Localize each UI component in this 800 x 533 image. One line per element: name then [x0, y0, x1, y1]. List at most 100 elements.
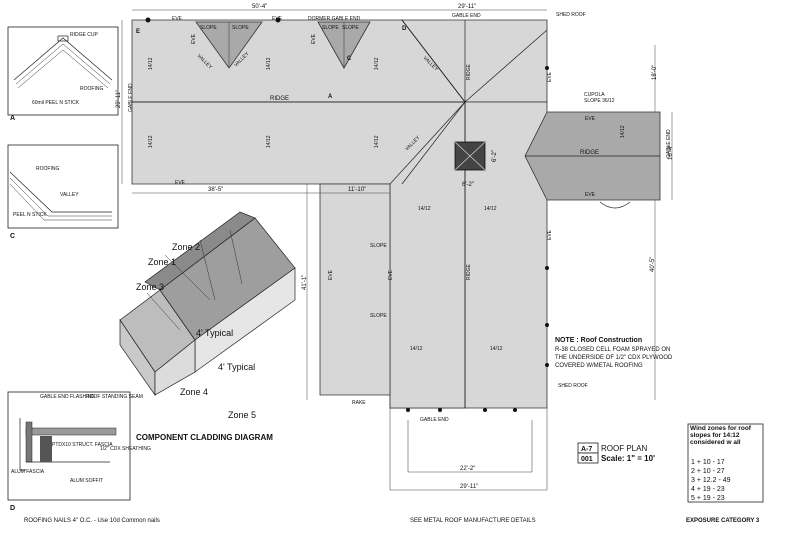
marker-d: D [402, 26, 407, 32]
label-pitch-4: 14/12 [266, 135, 272, 148]
zone-3-label: Zone 3 [136, 282, 164, 292]
label-eve-wing-top: EVE [585, 116, 596, 122]
dim-right-top: 18'-0" [652, 65, 658, 80]
typical-label-2: 4' Typical [218, 362, 255, 372]
wind-row-5: 5 + 19 - 23 [691, 495, 725, 502]
sheet-number: 001 [581, 456, 593, 463]
label-eve-wing: EVE [388, 269, 394, 280]
typical-label-1: 4' Typical [196, 328, 233, 338]
label-shed-top: SHED ROOF [556, 12, 586, 18]
label-pitch-11: 14/12 [620, 125, 626, 138]
wind-row-1: 1 + 10 - 17 [691, 459, 725, 466]
dim-bottom2: 29'-11" [460, 484, 478, 490]
detail-d-letter: D [10, 505, 15, 512]
label-eve-dormer: EVE [191, 33, 197, 44]
label-pitch-5: 14/12 [374, 57, 380, 70]
label-shed-bottom: SHED ROOF [558, 383, 588, 389]
label-slope-dr1: SLOPE [322, 25, 339, 31]
label-eve-bottom: EVE [175, 180, 186, 186]
label-slope-s2: SLOPE [370, 313, 387, 319]
label-pitch-9: 14/12 [410, 346, 423, 352]
detail-d-standing-seam-label: ROOF STANDING SEAM [86, 394, 143, 400]
detail-c-underlayer [9, 177, 112, 217]
label-pitch-1: 14/12 [148, 57, 154, 70]
label-slope-s1: SLOPE [370, 243, 387, 249]
detail-a-peel-label: 60mil PEEL N STICK [32, 100, 80, 106]
dim-bottom1: 22'-2" [460, 466, 475, 472]
marker-c: C [347, 56, 352, 62]
note-title: NOTE : Roof Construction [555, 337, 642, 344]
note-line-3: COVERED W/METAL ROOFING [555, 363, 643, 369]
dim-mid: 11'-10" [348, 187, 366, 193]
detail-a-ridge-cup-label: RIDGE CUP [70, 32, 98, 38]
detail-c-valley-label: VALLEY [60, 192, 79, 198]
shed-roof-left [319, 183, 391, 396]
detail-a-frame [7, 26, 119, 116]
detail-c-roofline [9, 171, 112, 213]
zone-1-label: Zone 1 [148, 257, 176, 267]
detail-c: ROOFING VALLEY PEEL N STICK C [7, 144, 119, 240]
detail-c-letter: C [10, 233, 15, 240]
posts [145, 17, 549, 412]
wind-row-2: 2 + 10 - 27 [691, 468, 725, 475]
cladding-title: COMPONENT CLADDING DIAGRAM [136, 433, 273, 442]
label-eve-top-2: EVE [272, 16, 283, 22]
detail-d-fascia-label: PTDX10 STRUCT. FASCIA [52, 442, 113, 448]
label-eve-wing-bottom: EVE [585, 192, 596, 198]
plan-scale: Scale: 1" = 10' [601, 454, 655, 463]
detail-c-peel-label: PEEL N STICK [13, 212, 47, 218]
hip-lower [401, 101, 466, 185]
label-eve-right-2: EVE [547, 229, 553, 240]
footer: ROOFING NAILS 4" O.C. - Use 10d Common n… [24, 518, 760, 524]
detail-d-flashing [19, 418, 26, 471]
detail-c-deck [9, 183, 112, 221]
detail-d-fascia-board [25, 421, 33, 463]
cupola-hips [454, 141, 486, 171]
label-eve-shed: EVE [328, 269, 334, 280]
label-cupola: CUPOLA [584, 92, 605, 98]
detail-a: RIDGE CUP ROOFING 60mil PEEL N STICK A [7, 26, 119, 122]
detail-d-soffit-label: ALUM SOFFIT [70, 478, 103, 484]
detail-a-underlayer [15, 43, 111, 85]
marker-e: E [136, 29, 140, 35]
cladding-corner [154, 339, 196, 396]
label-cupola-slope: SLOPE 36/12 [584, 98, 615, 104]
label-slope-dr2: SLOPE [342, 25, 359, 31]
title-block: A-7 001 ROOF PLAN Scale: 1" = 10' [577, 442, 655, 464]
dim-middle-vert: 41'-1" [302, 275, 308, 290]
label-slope-dl1: SLOPE [200, 25, 217, 31]
dim-cupola-w: 6'-2" [462, 182, 474, 188]
note-line-1: R-38 CLOSED CELL FOAM SPRAYED ON [555, 347, 670, 353]
detail-c-roofing-label: ROOFING [36, 166, 59, 172]
hip-right [464, 29, 548, 103]
label-eve-right-1: EVE [547, 71, 553, 82]
detail-c-frame [7, 144, 119, 229]
label-gable-top: GABLE END [452, 13, 481, 19]
plan-title: ROOF PLAN [601, 444, 647, 453]
detail-a-roofing-label: ROOFING [80, 86, 103, 92]
label-pitch-10: 14/12 [490, 346, 503, 352]
hip-upper [401, 19, 466, 103]
label-pitch-2: 14/12 [148, 135, 154, 148]
dim-extension-lines [389, 408, 548, 490]
detail-d-gable-flashing-label: GABLE END FLASHING [40, 394, 95, 400]
dim-right-mid: 16'-4" [668, 145, 674, 160]
detail-a-ridge-cup [57, 35, 69, 42]
zone-2-label: Zone 2 [172, 242, 200, 252]
detail-d-rafter [40, 436, 52, 462]
wind-zone-table: Wind zones for roof slopes for 14:12 con… [687, 423, 764, 503]
detail-a-letter: A [10, 115, 15, 122]
wind-heading-container: Wind zones for roof slopes for 14:12 con… [690, 425, 751, 446]
sheet-no-box [577, 452, 599, 464]
footer-exposure: EXPOSURE CATEGORY 3 [686, 518, 760, 524]
dim-right-long: 40'-5" [650, 257, 656, 272]
dim-top: 50'-4" [252, 4, 267, 10]
marker-a: A [328, 94, 333, 100]
zone-4-label: Zone 4 [180, 387, 208, 397]
cladding-ridge-band [144, 211, 256, 291]
wind-row-3: 3 + 12.2 - 49 [691, 477, 731, 484]
footer-manufacture-note: SEE METAL ROOF MANUFACTURE DETAILS [410, 518, 536, 524]
label-ridge-vert-2: RIDGE [466, 264, 472, 281]
label-slope-dl2: SLOPE [232, 25, 249, 31]
detail-d-sheathing [25, 427, 117, 436]
